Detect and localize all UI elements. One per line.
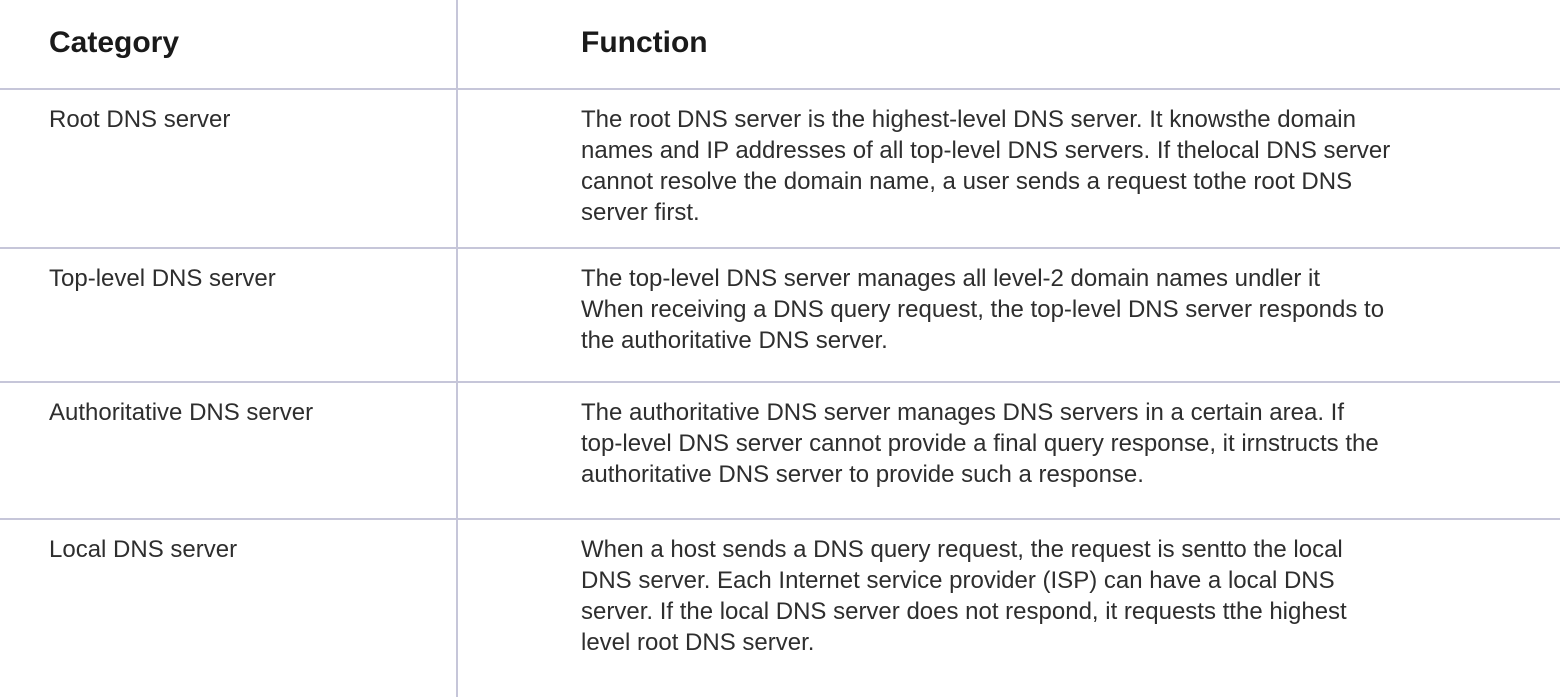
table-header-row: Category Function bbox=[0, 0, 1560, 88]
category-cell: Root DNS server bbox=[0, 90, 458, 247]
table-row: Authoritative DNS server The authoritati… bbox=[0, 381, 1560, 518]
category-cell: Top-level DNS server bbox=[0, 249, 458, 381]
category-cell: Local DNS server bbox=[0, 520, 458, 697]
table-row: Root DNS server The root DNS server is t… bbox=[0, 88, 1560, 247]
column-header-category: Category bbox=[0, 0, 458, 88]
function-cell: When a host sends a DNS query request, t… bbox=[581, 536, 1347, 656]
category-cell: Authoritative DNS server bbox=[0, 383, 458, 518]
table-row: Top-level DNS server The top-level DNS s… bbox=[0, 247, 1560, 381]
function-cell: The root DNS server is the highest-level… bbox=[581, 106, 1391, 226]
column-header-function: Function bbox=[581, 25, 708, 59]
function-cell: The top-level DNS server manages all lev… bbox=[581, 265, 1385, 354]
function-cell: The authoritative DNS server manages DNS… bbox=[581, 399, 1379, 488]
table-row: Local DNS server When a host sends a DNS… bbox=[0, 518, 1560, 697]
